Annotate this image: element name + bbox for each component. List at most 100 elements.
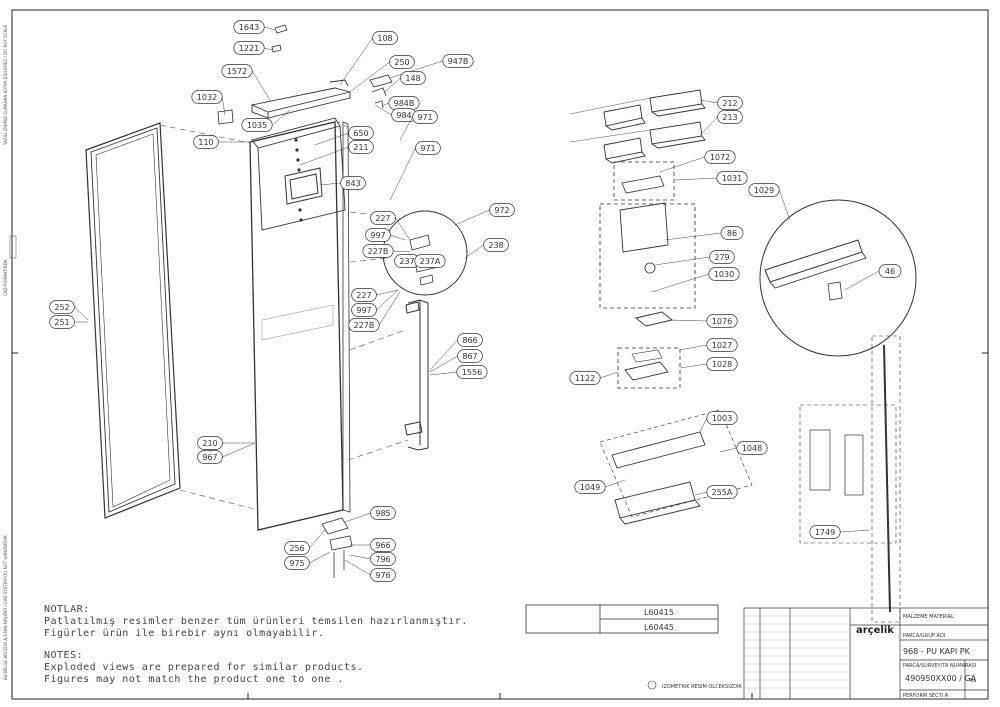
callout-p227bb: 227B [348,291,401,332]
notes-en-line2: Figures may not match the product one to… [44,674,344,685]
callout-p1031: 1031 [674,171,748,185]
callout-label: 967 [202,453,217,462]
material-label: MALZEME MATERIAL [903,614,954,620]
callout-label: 1027 [712,341,732,350]
callout-label: 650 [353,129,368,138]
door-shelves [603,89,706,164]
callout-label: 1122 [575,374,595,383]
callout-label: 211 [353,143,368,152]
callout-p947b: 947B [389,54,474,79]
callout-p1076: 1076 [669,314,738,328]
callout-label: 148 [405,74,420,83]
callout-p1029: 1029 [748,183,791,221]
callout-p227a: 227 [370,211,411,241]
callout-p110: 110 [193,135,252,149]
callout-p971b: 971 [389,141,441,201]
title-block [743,607,989,700]
callout-p227b: 227 [351,288,399,302]
callout-label: 1556 [462,368,482,377]
callout-label: 984 [396,111,411,120]
detail-circle-tray [759,199,917,357]
callout-p250: 250 [349,55,415,93]
callout-p997b: 997 [351,289,399,317]
callout-p46: 46 [844,264,902,291]
callout-p213: 213 [699,110,743,136]
callout-label: 796 [375,555,390,564]
detail-circle-hinge [382,210,468,296]
callout-label: 1572 [227,67,247,76]
drawing-frame [11,9,989,700]
callout-label: 966 [375,541,390,550]
part-no-label: PARCA/SURVEY/TA NUMARASI [903,663,976,669]
notes-tr-line2: Figürler ürün ile birebir aynı olmayabil… [44,628,325,639]
sheet-info: PERFORM SECTI A [903,693,949,699]
side-label-bottom: BU BELGE ARCELIK A.S.NIN MALIDIR / CAD S… [3,535,8,680]
door-handle [404,299,429,451]
projection-symbol [647,680,657,690]
ref-table-row-2: L60445 [644,623,674,632]
callout-p1572: 1572 [221,64,271,101]
drawing-title: 968 - PU KAPI PK [903,647,971,656]
callout-label: 1029 [754,186,774,195]
dispenser-assembly [599,161,696,389]
screw-column [294,138,303,222]
notes-tr-line1: Patlatılmış resimler benzer tüm ürünleri… [44,616,468,627]
callout-label: 227 [375,214,390,223]
callout-label: 984B [394,99,415,108]
callout-p650: 650 [314,126,374,146]
callout-p210: 210 [197,436,255,450]
callout-label: 227B [368,247,389,256]
callout-label: 237 [399,257,414,266]
callout-label: 1003 [712,414,732,423]
part-number: 490950XX00 / GA [905,674,977,683]
callout-label: 110 [198,138,213,147]
callout-p972: 972 [454,203,515,226]
callout-p1030: 1030 [651,267,740,293]
callout-label: 212 [722,99,737,108]
door-strip-assembly [799,335,901,623]
top-cover [250,79,351,119]
callout-p1032: 1032 [191,90,226,116]
callout-label: 279 [714,253,729,262]
dispenser-panel [284,167,323,205]
bottom-hinge [321,517,353,578]
callout-label: 843 [345,179,360,188]
callout-p211: 211 [299,140,374,166]
callout-p1035: 1035 [241,109,291,132]
callout-label: 1035 [247,121,267,130]
callout-label: 1072 [710,153,730,162]
callout-label: 1749 [815,528,835,537]
callout-p1556: 1556 [429,365,488,379]
callout-p867: 867 [429,349,483,373]
callout-label: 947B [448,57,469,66]
callout-p997a: 997 [365,228,406,242]
notes-en-line1: Exploded views are prepared for similar … [44,662,364,673]
projection-note: IZOMETRIK RESIM OLCEKSIZDIR [662,684,742,690]
callout-label: 213 [722,113,737,122]
callout-label: 46 [885,267,895,276]
callout-label: 972 [494,206,509,215]
callout-label: 255A [712,488,733,497]
bottle-rack [599,409,753,525]
side-marker [9,235,17,259]
callout-p975: 975 [284,551,331,570]
callout-p1048: 1048 [719,441,768,455]
callout-p1749: 1749 [809,525,871,539]
callout-label: 237A [420,257,441,266]
notes-tr-heading: NOTLAR: [44,604,90,615]
callout-label: 1221 [239,44,259,53]
callout-p212: 212 [699,96,743,110]
callout-label: 250 [394,58,409,67]
callout-label: 108 [377,34,392,43]
callout-label: 867 [462,352,477,361]
ref-table [525,604,719,634]
callout-p238: 238 [464,238,509,259]
callout-p1643: 1643 [233,20,276,34]
callout-p256: 256 [284,529,326,555]
side-label-mid: CAD FORMATINDA [3,259,8,296]
callout-label: 971 [417,113,432,122]
callout-p866: 866 [429,333,483,371]
title-block-grid [744,615,850,689]
callout-p237a: 237A [414,254,446,269]
callout-p1049: 1049 [574,479,626,494]
